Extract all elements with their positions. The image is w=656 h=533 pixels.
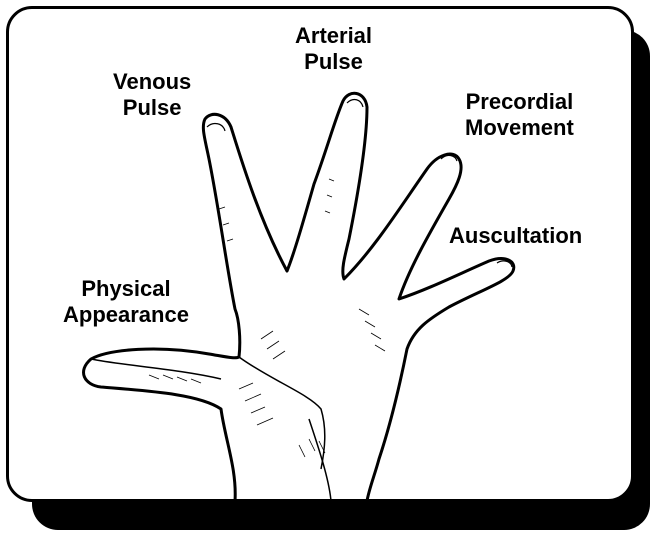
label-physical-line2: Appearance (63, 302, 189, 328)
label-precordial-line1: Precordial (465, 89, 574, 115)
label-arterial-line1: Arterial (295, 23, 372, 49)
label-auscultation-line1: Auscultation (449, 223, 582, 249)
label-venous-line2: Pulse (113, 95, 191, 121)
label-arterial-line2: Pulse (295, 49, 372, 75)
label-physical-appearance: Physical Appearance (63, 276, 189, 328)
diagram-card: Venous Pulse Arterial Pulse Precordial M… (6, 6, 634, 502)
label-auscultation: Auscultation (449, 223, 582, 249)
label-physical-line1: Physical (63, 276, 189, 302)
label-venous-pulse: Venous Pulse (113, 69, 191, 121)
label-precordial-line2: Movement (465, 115, 574, 141)
label-precordial-movement: Precordial Movement (465, 89, 574, 141)
label-venous-line1: Venous (113, 69, 191, 95)
hand-illustration (9, 9, 634, 502)
label-arterial-pulse: Arterial Pulse (295, 23, 372, 75)
